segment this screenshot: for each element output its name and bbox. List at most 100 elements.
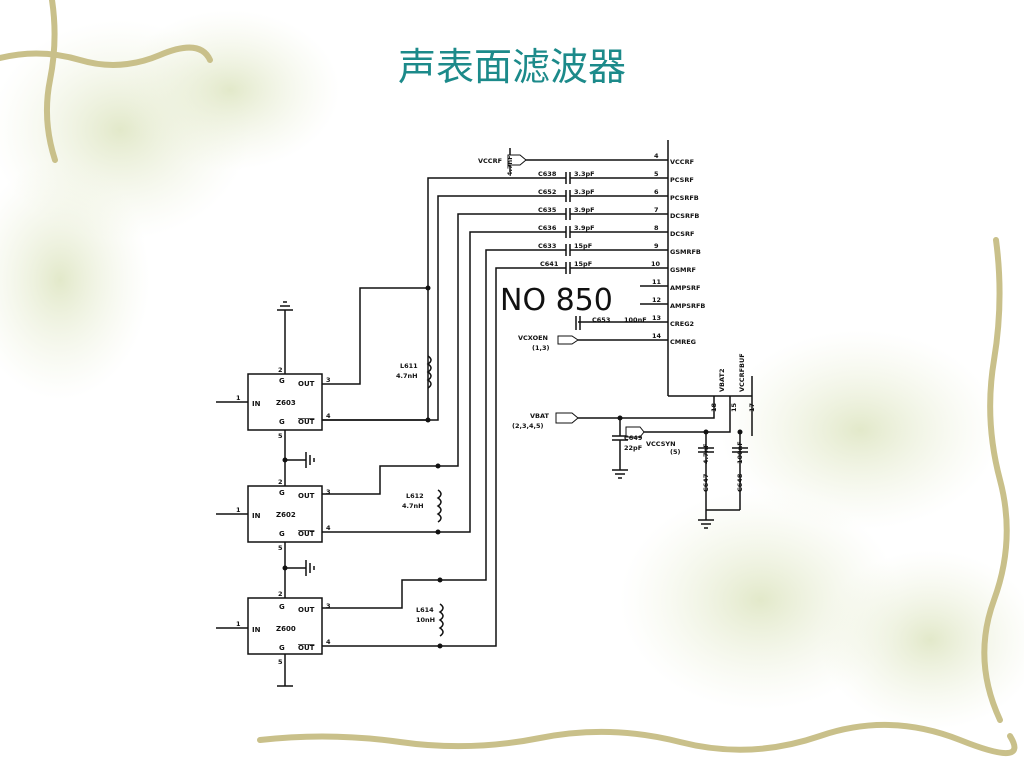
cap-value: 3.9pF <box>574 224 595 232</box>
pin-num: 10 <box>651 260 661 268</box>
pin-num: 11 <box>652 278 662 286</box>
saw-pin-label: OUT <box>298 644 315 652</box>
cap-value: 3.9pF <box>574 206 595 214</box>
saw-pin-num: 3 <box>326 488 331 496</box>
pin-name: DCSRF <box>670 230 694 238</box>
vbat-port-arrow <box>555 412 579 424</box>
saw-pin-num: 1 <box>236 620 241 628</box>
c649-value: 22pF <box>624 444 642 452</box>
pin-num: 14 <box>652 332 662 340</box>
saw-pin-num: 1 <box>236 506 241 514</box>
saw-filter-z600: G IN OUT OUT G Z600 1 2 5 3 4 <box>236 590 331 666</box>
cap-value: 15pF <box>574 242 592 250</box>
pin-num: 12 <box>652 296 661 304</box>
pin-name: GSMRF <box>670 266 696 274</box>
pin-num: 13 <box>652 314 661 322</box>
vine-border-top <box>0 0 213 163</box>
saw-pin-num: 4 <box>326 524 331 532</box>
vbat-sub: (2,3,4,5) <box>512 422 543 430</box>
saw-pin-num: 3 <box>326 602 331 610</box>
pin-name: CREG2 <box>670 320 694 328</box>
pin-num: 6 <box>654 188 659 196</box>
saw-pin-label: G <box>279 489 285 497</box>
inductor-value: 4.7nH <box>402 502 424 510</box>
saw-pin-label: G <box>279 418 285 426</box>
inductor-ref: L612 <box>406 492 424 500</box>
pin-num: 5 <box>654 170 659 178</box>
vcxoen-label: VCXOEN <box>518 334 548 342</box>
pin-name: PCSRFB <box>670 194 699 202</box>
saw-filter-z603: G IN OUT OUT G Z603 1 2 5 3 4 <box>236 366 331 440</box>
saw-pin-label: G <box>279 377 285 385</box>
c649-ref: C649 <box>624 434 643 442</box>
c648-value: 100nF <box>736 441 744 464</box>
saw-pin-label: G <box>279 603 285 611</box>
vccrf-port-label: VCCRF <box>478 157 502 165</box>
pin-name: AMPSRF <box>670 284 700 292</box>
vcxoen-port-arrow <box>557 335 579 345</box>
pin-name: AMPSRFB <box>670 302 705 310</box>
vbat-label: VBAT <box>530 412 550 420</box>
pin-num: 9 <box>654 242 659 250</box>
cap-value: 3.3pF <box>574 188 595 196</box>
inductor-ref: L614 <box>416 606 434 614</box>
cap-ref: C641 <box>540 260 559 268</box>
pin-num: 7 <box>654 206 659 214</box>
inductor-ref: L611 <box>400 362 418 370</box>
cap-ref: C633 <box>538 242 556 250</box>
coupling-capacitors: C638 3.3pF C652 3.3pF C635 3.9pF C636 3.… <box>538 170 595 268</box>
c647-value: 4.7nF <box>702 443 710 464</box>
pin-name: VCCRFBUF <box>738 353 746 392</box>
saw-pin-label: OUT <box>298 380 315 388</box>
pin-name: CMREG <box>670 338 696 346</box>
saw-pin-label: G <box>279 530 285 538</box>
flower-watermark-bottom-right <box>620 330 1024 730</box>
pin-name: VCCRF <box>670 158 694 166</box>
pin-num: 18 <box>710 402 718 412</box>
saw-pin-num: 2 <box>278 590 283 598</box>
cap-ref: C635 <box>538 206 557 214</box>
saw-pin-num: 2 <box>278 366 283 374</box>
pin-name: PCSRF <box>670 176 694 184</box>
saw-pin-num: 2 <box>278 478 283 486</box>
pin-name: DCSRFB <box>670 212 699 220</box>
slide-title: 声表面滤波器 <box>397 45 626 89</box>
cap-ref: C652 <box>538 188 556 196</box>
cap-ref: C636 <box>538 224 557 232</box>
saw-pin-num: 5 <box>278 658 283 666</box>
saw-pin-label: OUT <box>298 418 315 426</box>
saw-pin-num: 5 <box>278 432 283 440</box>
vine-border-bottom <box>257 721 1018 756</box>
saw-pin-label: IN <box>252 626 261 634</box>
c647-ref: C647 <box>702 474 710 492</box>
saw-pin-num: 4 <box>326 412 331 420</box>
saw-pin-label: G <box>279 644 285 652</box>
saw-pin-label: IN <box>252 512 261 520</box>
cap-value: 3.3pF <box>574 170 595 178</box>
pin-num: 15 <box>730 402 738 412</box>
inductor-value: 4.7nH <box>396 372 418 380</box>
saw-ref: Z602 <box>276 511 296 519</box>
saw-ref: Z600 <box>276 625 296 633</box>
pin-name: VBAT2 <box>718 369 726 392</box>
vccsyn-sub: (5) <box>670 448 680 456</box>
cap-value: 15pF <box>574 260 592 268</box>
vccrf-port-arrow <box>507 154 527 166</box>
cap-ref: C638 <box>538 170 557 178</box>
c653-ref: C653 <box>592 316 610 324</box>
c648-ref: C648 <box>736 473 744 492</box>
pin-num: 4 <box>654 152 659 160</box>
vccrf-rating-label: 4.7nF <box>506 155 514 176</box>
saw-pin-num: 5 <box>278 544 283 552</box>
vcxoen-sub: (1,3) <box>532 344 549 352</box>
pin-num: 17 <box>748 403 756 412</box>
vccsyn-port-arrow <box>625 426 645 438</box>
saw-pin-num: 1 <box>236 394 241 402</box>
vine-border-right <box>981 237 1010 723</box>
inductor-value: 10nH <box>416 616 435 624</box>
c653-value: 100nF <box>624 316 647 324</box>
saw-pin-label: IN <box>252 400 261 408</box>
pin-num: 8 <box>654 224 659 232</box>
